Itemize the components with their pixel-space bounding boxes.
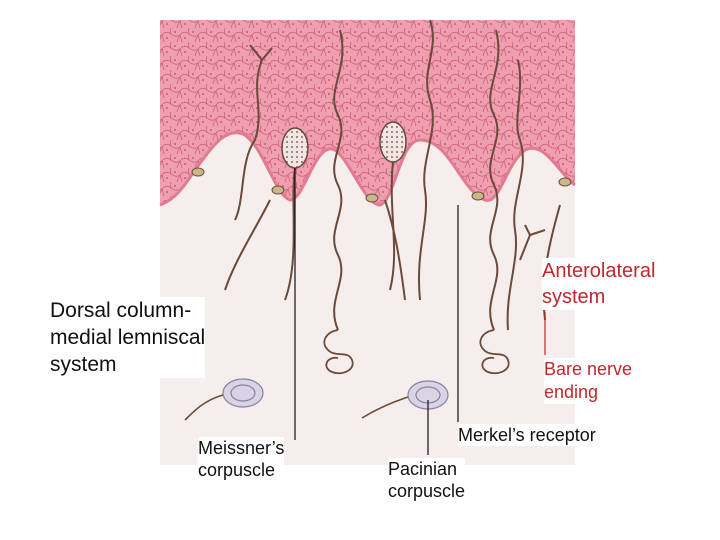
label-merkel-receptor: Merkel’s receptor	[458, 424, 596, 446]
label-dorsal-column-system: Dorsal column- medial lemniscal system	[50, 297, 206, 378]
merkel-receptors	[191, 167, 572, 203]
label-pacinian-corpuscle: Pacinian corpuscle	[388, 458, 466, 502]
pacinian-corpuscles	[222, 378, 449, 410]
label-meissner-corpuscle: Meissner’s corpuscle	[198, 437, 285, 481]
label-anterolateral-system: Anterolateral system	[542, 258, 656, 310]
leader-lines	[294, 168, 546, 455]
label-bare-nerve-ending: Bare nerve ending	[544, 358, 633, 404]
epidermis-basal-line	[159, 131, 576, 207]
meissner-corpuscle-left	[281, 127, 309, 169]
nerve-fibers	[224, 19, 561, 331]
meissner-corpuscle-right	[379, 121, 407, 163]
coiled-nerve-endings	[323, 329, 510, 375]
